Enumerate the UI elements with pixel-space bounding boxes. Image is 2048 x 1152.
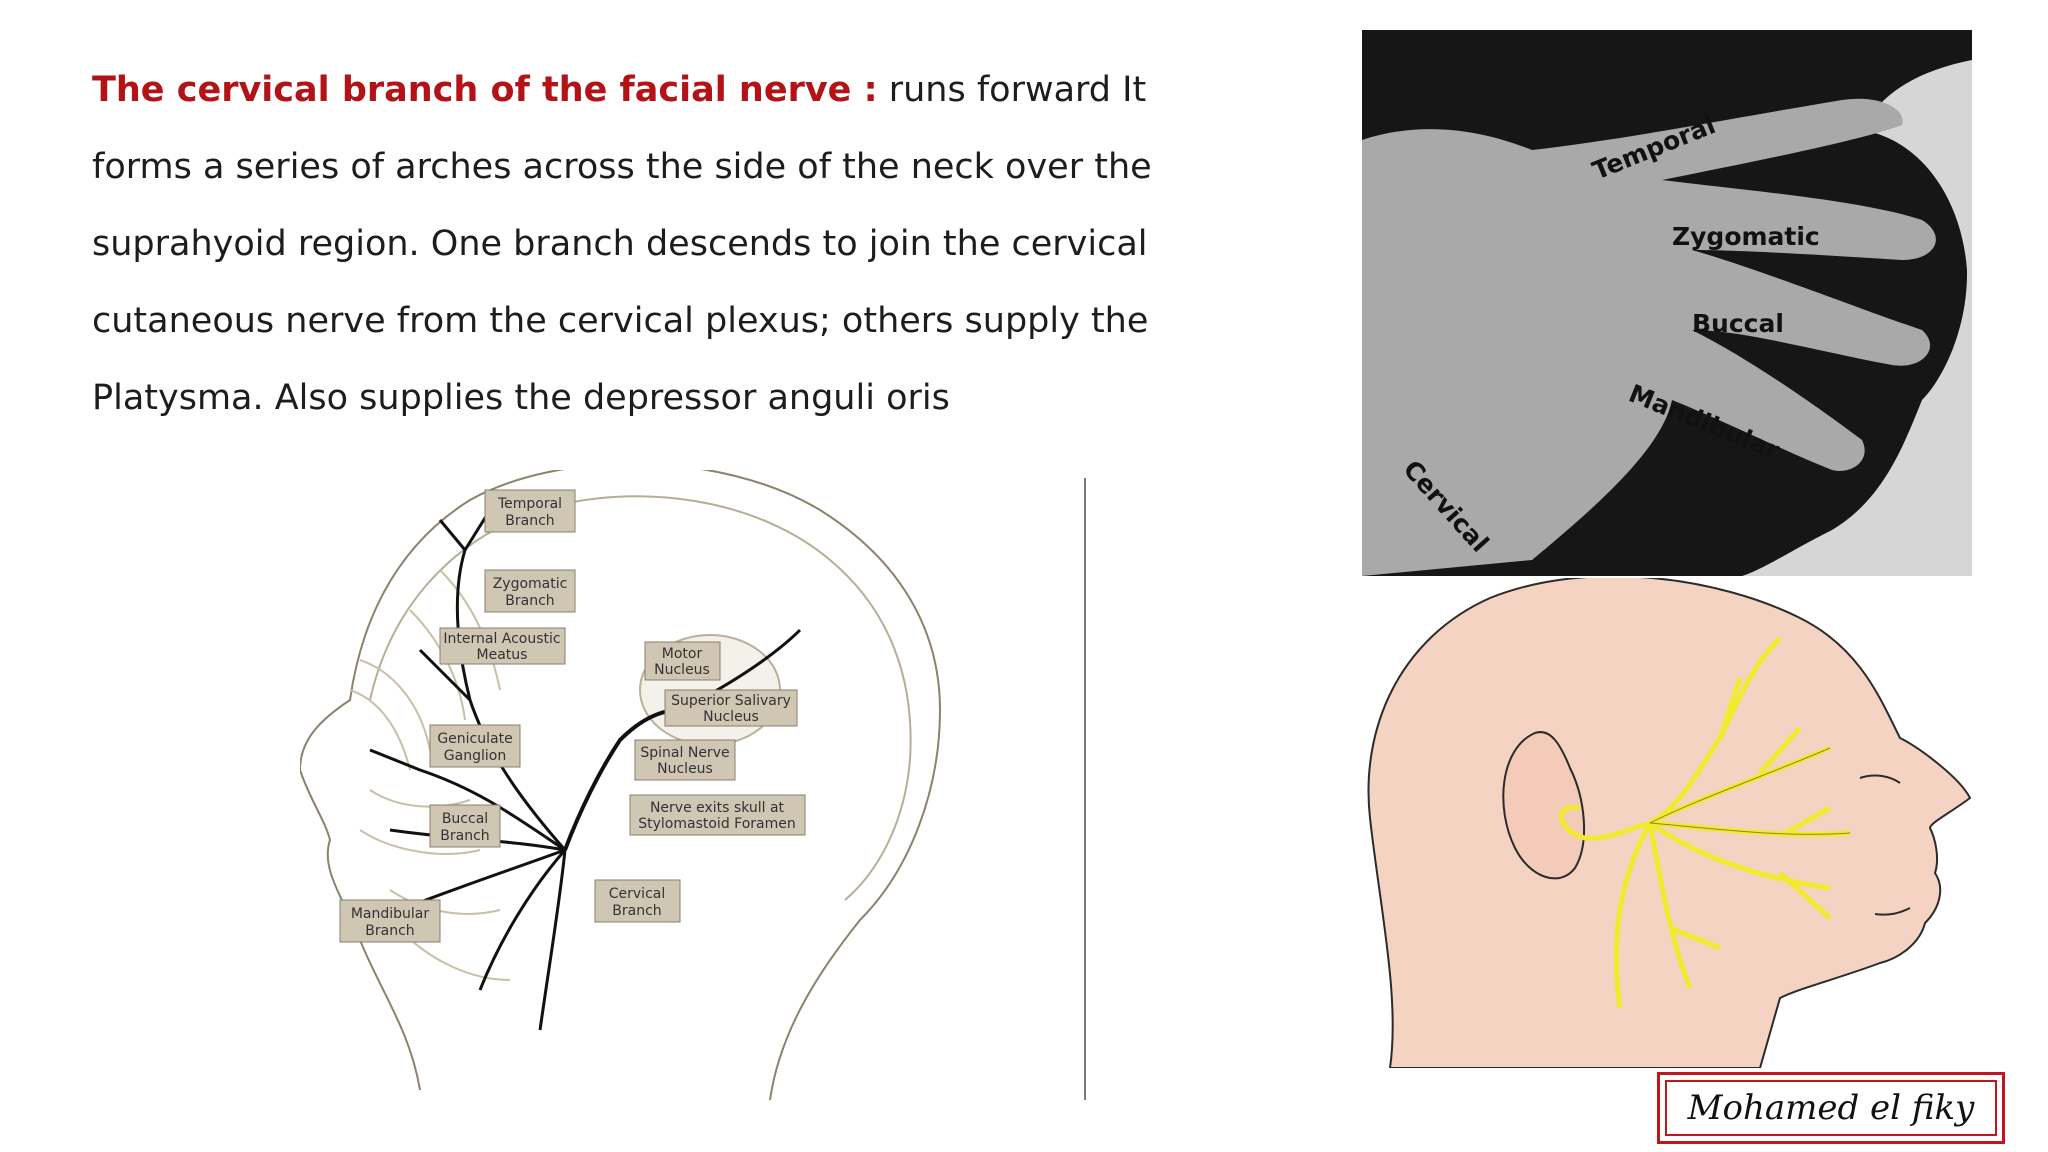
svg-text:Nucleus: Nucleus bbox=[657, 761, 713, 777]
svg-text:Spinal Nerve: Spinal Nerve bbox=[640, 745, 729, 761]
label-salivary-nucleus: Superior Salivary Nucleus bbox=[664, 689, 798, 727]
divider-line bbox=[1084, 478, 1086, 1100]
hand-silhouette bbox=[1362, 98, 1936, 576]
svg-text:Branch: Branch bbox=[505, 593, 554, 609]
finger-label-buccal: Buccal bbox=[1692, 309, 1784, 338]
description-paragraph: The cervical branch of the facial nerve … bbox=[92, 52, 1202, 437]
svg-text:Branch: Branch bbox=[440, 828, 489, 844]
nerve-trunk bbox=[563, 708, 681, 851]
svg-text:Mandibular: Mandibular bbox=[351, 906, 430, 922]
eye bbox=[1859, 774, 1901, 784]
label-cervical: Cervical Branch bbox=[594, 879, 681, 923]
face-muscles bbox=[349, 569, 511, 981]
svg-text:Geniculate: Geniculate bbox=[437, 731, 512, 747]
skull-outline bbox=[369, 495, 912, 901]
label-mandibular: Mandibular Branch bbox=[339, 899, 441, 943]
finger-label-zygomatic: Zygomatic bbox=[1672, 222, 1820, 251]
svg-text:Temporal: Temporal bbox=[497, 496, 562, 512]
face-silhouette bbox=[1742, 60, 1972, 576]
svg-text:Stylomastoid Foramen: Stylomastoid Foramen bbox=[638, 816, 796, 832]
svg-text:Motor: Motor bbox=[662, 646, 703, 662]
svg-text:Branch: Branch bbox=[365, 923, 414, 939]
label-geniculate-ganglion: Geniculate Ganglion bbox=[429, 724, 521, 768]
svg-text:Ganglion: Ganglion bbox=[444, 748, 506, 764]
signature-text: Mohamed el fiky bbox=[1665, 1080, 1997, 1136]
svg-text:Meatus: Meatus bbox=[477, 647, 528, 663]
label-motor-nucleus: Motor Nucleus bbox=[644, 641, 721, 681]
svg-text:Buccal: Buccal bbox=[442, 811, 488, 827]
label-spinal-nucleus: Spinal Nerve Nucleus bbox=[634, 739, 736, 781]
label-stylomastoid: Nerve exits skull at Stylomastoid Forame… bbox=[629, 794, 806, 836]
svg-text:Cervical: Cervical bbox=[609, 886, 666, 902]
label-zygomatic: Zygomatic Branch bbox=[484, 569, 576, 613]
nerve-outline bbox=[1649, 747, 1851, 835]
paragraph-title: The cervical branch of the facial nerve … bbox=[92, 70, 878, 110]
ear bbox=[1502, 731, 1585, 880]
facial-nerve-head-drawing bbox=[1367, 578, 1972, 1068]
head-outline bbox=[300, 470, 942, 1100]
svg-text:Zygomatic: Zygomatic bbox=[493, 576, 568, 592]
facial-nerve-diagram: Temporal Branch Zygomatic Branch Interna… bbox=[300, 470, 942, 1100]
svg-text:Branch: Branch bbox=[612, 903, 661, 919]
label-temporal: Temporal Branch bbox=[484, 489, 576, 533]
author-signature: Mohamed el fiky bbox=[1657, 1072, 2005, 1144]
svg-text:Internal Acoustic: Internal Acoustic bbox=[443, 631, 560, 647]
label-buccal: Buccal Branch bbox=[429, 804, 501, 848]
paragraph-body: runs forward It forms a series of arches… bbox=[92, 70, 1152, 418]
svg-text:Branch: Branch bbox=[505, 513, 554, 529]
mouth bbox=[1874, 907, 1911, 916]
hand-mnemonic-photo: Temporal Zygomatic Buccal Mandibular Cer… bbox=[1362, 30, 1972, 576]
svg-text:Nerve exits skull at: Nerve exits skull at bbox=[650, 800, 785, 816]
svg-text:Nucleus: Nucleus bbox=[654, 662, 710, 678]
svg-text:Nucleus: Nucleus bbox=[703, 709, 759, 725]
svg-text:Superior Salivary: Superior Salivary bbox=[671, 693, 791, 709]
label-meatus: Internal Acoustic Meatus bbox=[439, 627, 566, 665]
